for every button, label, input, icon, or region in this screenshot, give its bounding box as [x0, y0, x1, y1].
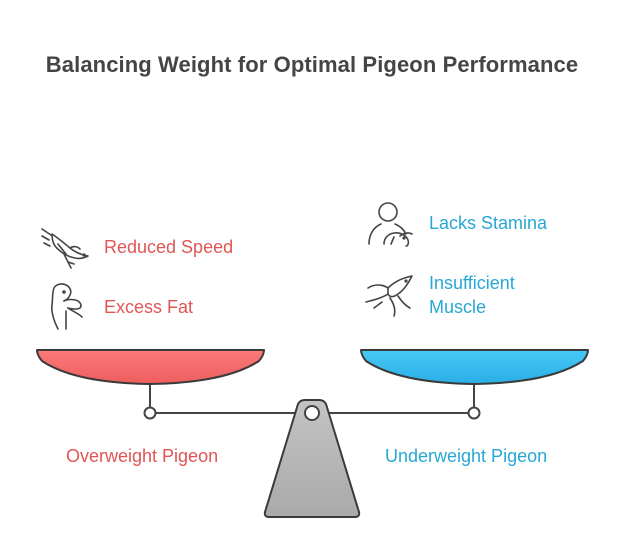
right-joint	[467, 406, 481, 420]
right-pan	[360, 349, 589, 385]
insufficient-muscle-label: Insufficient Muscle	[429, 271, 529, 319]
person-with-bird-icon	[368, 202, 413, 247]
goose-icon	[51, 283, 83, 330]
diagram-title: Balancing Weight for Optimal Pigeon Perf…	[45, 52, 579, 77]
flying-bird-icon	[365, 275, 413, 317]
excess-fat-label: Excess Fat	[104, 297, 194, 317]
lacks-stamina-label: Lacks Stamina	[429, 213, 548, 233]
left-joint	[143, 406, 157, 420]
reduced-speed-label: Reduced Speed	[104, 237, 234, 257]
insufficient-muscle-text: Insufficient Muscle	[429, 273, 515, 317]
diving-bird-icon	[41, 228, 89, 269]
underweight-pigeon-label: Underweight Pigeon	[385, 446, 548, 466]
left-pan	[36, 349, 265, 385]
center-pivot	[304, 405, 320, 421]
overweight-pigeon-label: Overweight Pigeon	[66, 446, 219, 466]
scale-base	[263, 399, 361, 518]
